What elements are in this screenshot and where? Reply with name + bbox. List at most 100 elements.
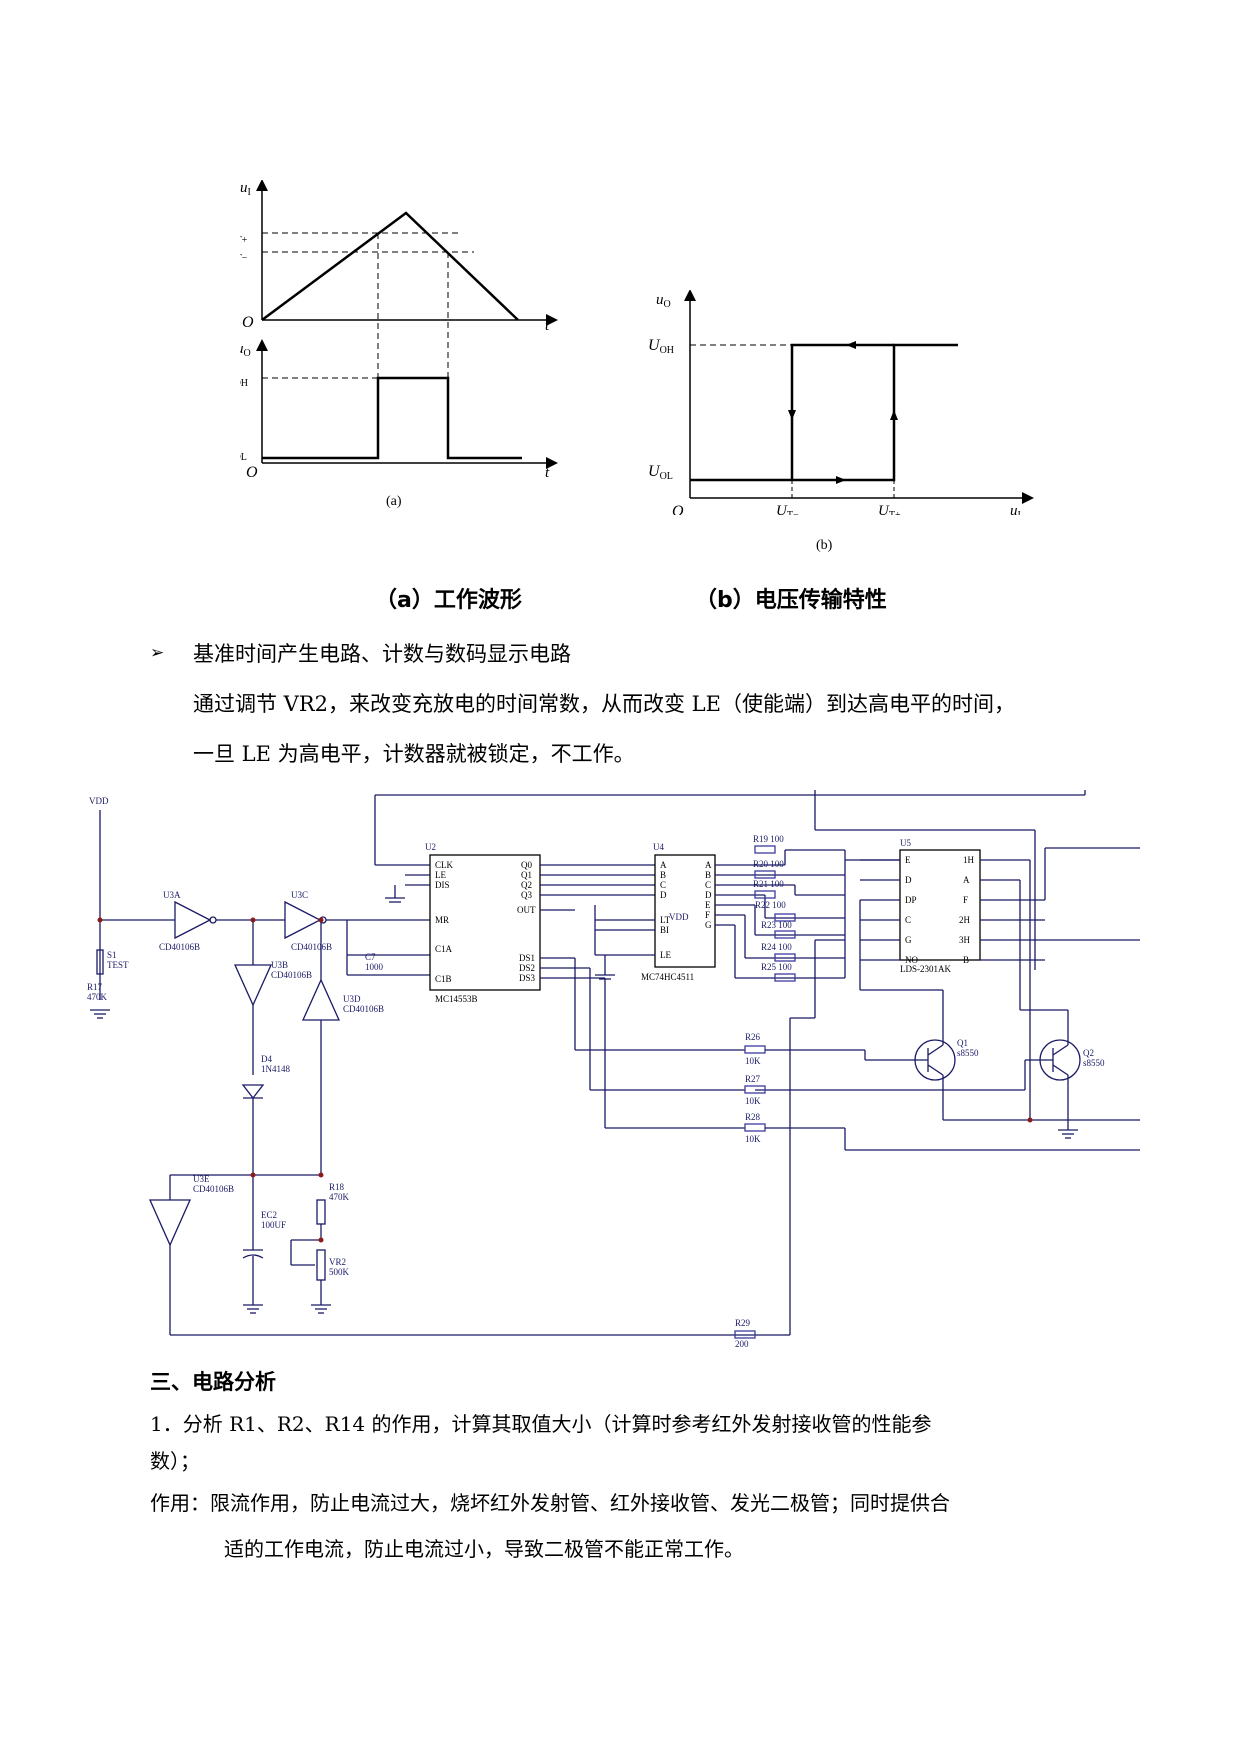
svg-text:s8550: s8550: [957, 1048, 979, 1058]
svg-text:U5: U5: [900, 838, 911, 848]
svg-text:uI: uI: [240, 180, 251, 198]
svg-text:UOH: UOH: [240, 370, 248, 389]
svg-text:CD40106B: CD40106B: [193, 1184, 234, 1194]
svg-text:C1B: C1B: [435, 974, 452, 984]
svg-text:LE: LE: [660, 950, 671, 960]
svg-text:R26: R26: [745, 1032, 761, 1042]
svg-text:R17: R17: [87, 982, 103, 992]
svg-text:10K: 10K: [745, 1134, 761, 1144]
svg-text:CD40106B: CD40106B: [271, 970, 312, 980]
svg-text:VDD: VDD: [669, 912, 689, 922]
svg-text:A: A: [705, 860, 712, 870]
svg-text:R18: R18: [329, 1182, 345, 1192]
svg-text:BI: BI: [660, 925, 669, 935]
svg-text:500K: 500K: [329, 1267, 350, 1277]
svg-text:Q1: Q1: [957, 1038, 968, 1048]
svg-text:UT−: UT−: [776, 503, 799, 515]
svg-text:R28: R28: [745, 1112, 761, 1122]
svg-text:U3E: U3E: [193, 1174, 210, 1184]
svg-text:CD40106B: CD40106B: [291, 942, 332, 952]
svg-text:uI: uI: [1010, 503, 1021, 515]
svg-text:DS3: DS3: [519, 973, 536, 983]
svg-text:C: C: [660, 880, 666, 890]
hysteresis-loop: [690, 343, 958, 482]
svg-text:R27: R27: [745, 1074, 761, 1084]
svg-text:R20 100: R20 100: [753, 859, 784, 869]
svg-text:Q2: Q2: [1083, 1048, 1094, 1058]
svg-text:R29: R29: [735, 1318, 751, 1328]
svg-text:UOL: UOL: [240, 444, 247, 463]
svg-text:1000: 1000: [365, 962, 384, 972]
svg-text:Q0: Q0: [521, 860, 532, 870]
svg-text:DS1: DS1: [519, 953, 535, 963]
svg-text:R19 100: R19 100: [753, 834, 784, 844]
bullet-marker: ➢: [150, 643, 165, 663]
svg-text:U4: U4: [653, 842, 664, 852]
svg-text:O: O: [242, 314, 254, 331]
svg-text:2H: 2H: [959, 915, 971, 925]
svg-text:UOH: UOH: [648, 337, 674, 356]
svg-text:MC14553B: MC14553B: [435, 994, 478, 1004]
svg-text:E: E: [705, 900, 711, 910]
section-heading: 三、电路分析: [150, 1370, 276, 1394]
svg-text:O: O: [672, 503, 684, 515]
svg-text:UT−: UT−: [240, 245, 248, 264]
svg-text:EC2: EC2: [261, 1210, 277, 1220]
waveform-figure: uI UT+ UT− O t uO UOH UOL O t (a): [240, 180, 558, 509]
svg-text:Q3: Q3: [521, 890, 532, 900]
svg-text:R25 100: R25 100: [761, 962, 792, 972]
svg-text:D: D: [705, 890, 712, 900]
svg-text:S1: S1: [107, 950, 117, 960]
svg-text:UT+: UT+: [240, 227, 248, 246]
svg-text:F: F: [963, 895, 968, 905]
svg-text:UT+: UT+: [878, 503, 901, 515]
svg-text:C1A: C1A: [435, 944, 453, 954]
svg-text:U3C: U3C: [291, 890, 308, 900]
svg-text:(a): (a): [386, 494, 402, 509]
bullet-line-1: 通过调节 VR2，来改变充放电的时间常数，从而改变 LE（使能端）到达高电平的时…: [193, 692, 1015, 716]
svg-text:NO: NO: [905, 955, 918, 965]
svg-text:t: t: [545, 318, 550, 334]
svg-text:LDS-2301AK: LDS-2301AK: [900, 964, 951, 974]
svg-text:UOL: UOL: [648, 463, 673, 482]
bullet-heading: 基准时间产生电路、计数与数码显示电路: [193, 642, 571, 666]
svg-text:D: D: [660, 890, 667, 900]
svg-text:G: G: [705, 920, 712, 930]
svg-text:Q1: Q1: [521, 870, 532, 880]
transfer-figure: uO UOH UOL O UT− UT+ uI: [648, 290, 1034, 515]
svg-text:DS2: DS2: [519, 963, 535, 973]
svg-text:B: B: [963, 955, 969, 965]
svg-text:D: D: [905, 875, 912, 885]
svg-text:VR2: VR2: [329, 1257, 346, 1267]
caption-a: （a）工作波形: [375, 588, 522, 613]
square-wave: [262, 376, 522, 460]
svg-text:C: C: [705, 880, 711, 890]
svg-text:VDD: VDD: [89, 796, 109, 806]
svg-text:1H: 1H: [963, 855, 975, 865]
svg-text:10K: 10K: [745, 1056, 761, 1066]
answer-line-2: 适的工作电流，防止电流过小，导致二极管不能正常工作。: [224, 1537, 744, 1561]
svg-text:G: G: [905, 935, 912, 945]
bullet-line-2: 一旦 LE 为高电平，计数器就被锁定，不工作。: [193, 742, 635, 766]
svg-text:uO: uO: [656, 292, 671, 310]
svg-text:CD40106B: CD40106B: [343, 1004, 384, 1014]
svg-text:470K: 470K: [329, 1192, 350, 1202]
svg-text:MC74HC4511: MC74HC4511: [641, 972, 694, 982]
svg-text:A: A: [660, 860, 667, 870]
svg-text:10K: 10K: [745, 1096, 761, 1106]
svg-text:R23 100: R23 100: [761, 920, 792, 930]
svg-text:470K: 470K: [87, 992, 108, 1002]
figure-b-sublabel: (b): [816, 538, 833, 553]
svg-text:A: A: [963, 875, 970, 885]
svg-text:U3D: U3D: [343, 994, 361, 1004]
svg-text:CLK: CLK: [435, 860, 454, 870]
svg-text:s8550: s8550: [1083, 1058, 1105, 1068]
svg-text:B: B: [705, 870, 711, 880]
svg-text:R24 100: R24 100: [761, 942, 792, 952]
svg-text:E: E: [905, 855, 911, 865]
answer-line-1: 作用：限流作用，防止电流过大，烧坏红外发射管、红外接收管、发光二极管；同时提供合: [150, 1491, 950, 1515]
svg-text:Q2: Q2: [521, 880, 532, 890]
svg-text:DIS: DIS: [435, 880, 450, 890]
svg-text:100UF: 100UF: [261, 1220, 286, 1230]
svg-text:C7: C7: [365, 952, 376, 962]
